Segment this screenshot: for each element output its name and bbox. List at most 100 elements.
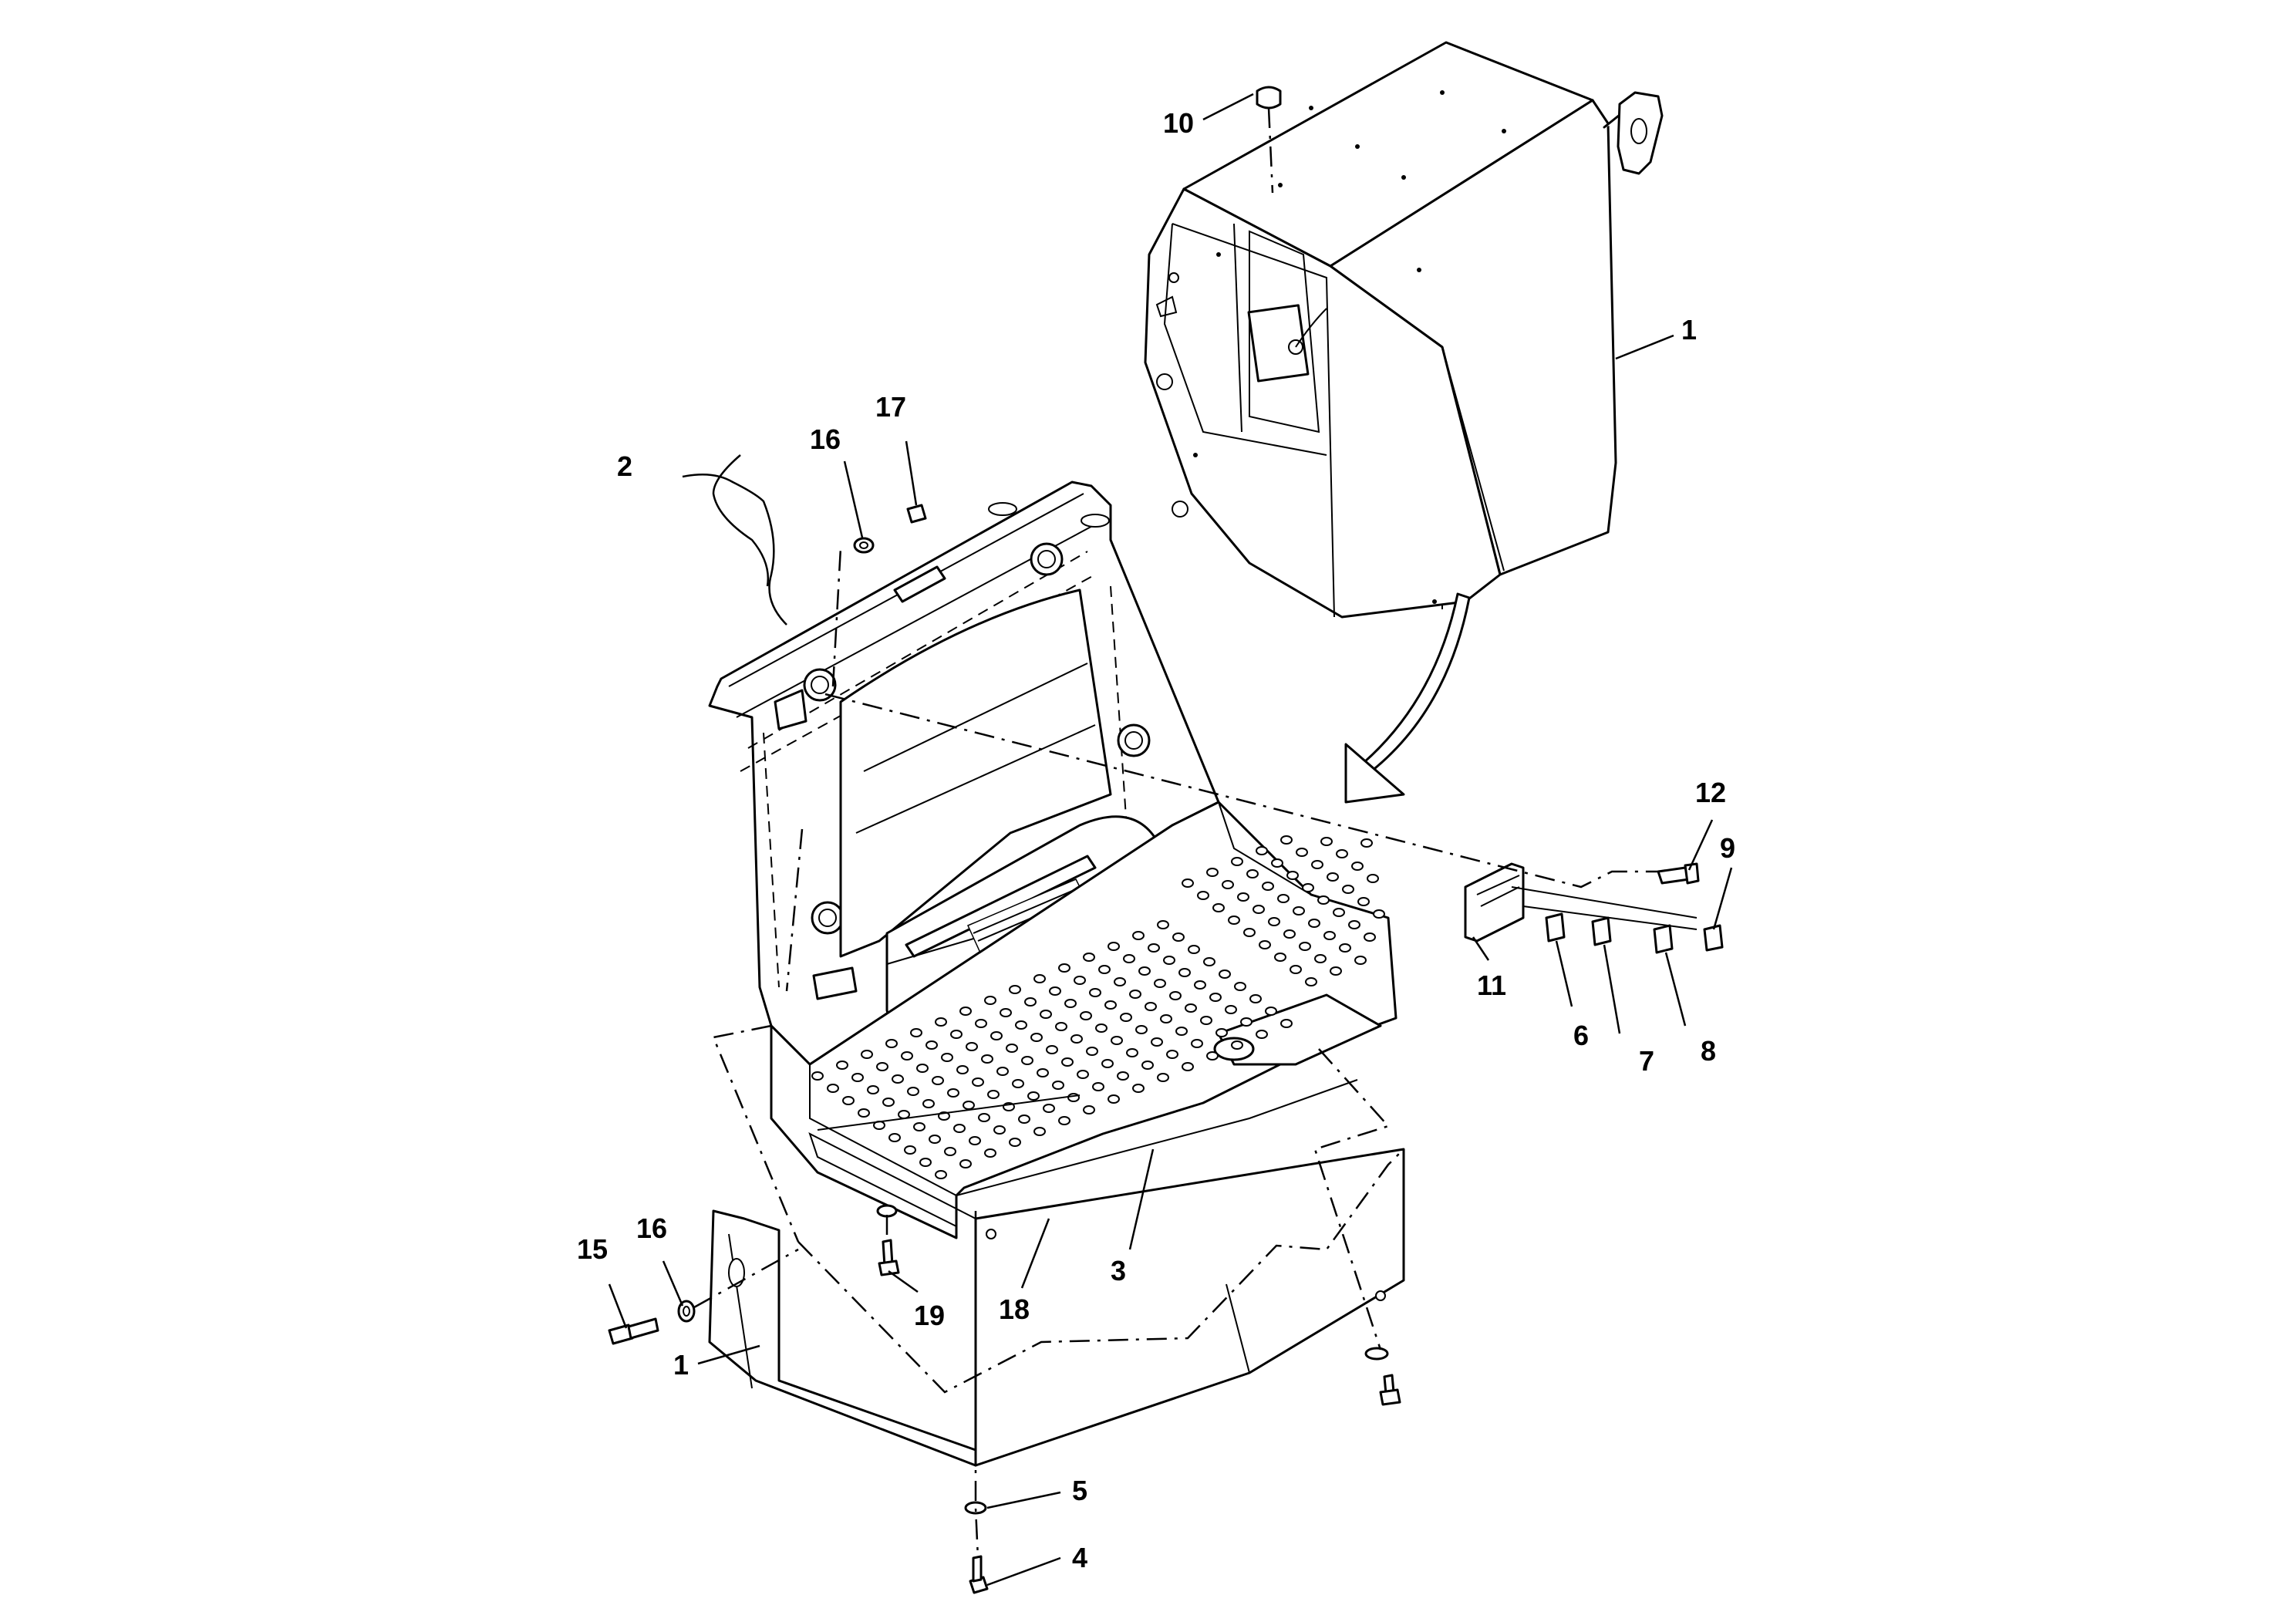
floor-hole <box>1320 837 1333 846</box>
floor-hole <box>1336 849 1348 858</box>
floor-hole <box>1089 988 1101 997</box>
floor-hole <box>1009 985 1021 994</box>
floor-hole <box>1064 999 1077 1008</box>
floor-hole <box>1262 882 1274 891</box>
floor-hole <box>1061 1057 1074 1067</box>
floor-hole <box>1231 1040 1243 1050</box>
floor-hole <box>975 1019 987 1028</box>
floor-hole <box>1111 1036 1123 1045</box>
floor-hole <box>1018 1114 1030 1124</box>
floor-hole <box>1070 1034 1083 1044</box>
floor-hole <box>1160 1014 1172 1023</box>
floor-hole <box>1280 835 1293 845</box>
floor-hole <box>1135 1025 1148 1034</box>
floor-hole <box>1256 846 1268 855</box>
floor-hole <box>1046 1045 1058 1054</box>
bracket-assembly <box>1464 862 1724 954</box>
floor-hole <box>811 1071 824 1081</box>
floor-hole <box>1351 862 1364 871</box>
floor-hole <box>1188 945 1200 954</box>
floor-hole <box>1265 1007 1277 1016</box>
floor-hole <box>1305 977 1317 986</box>
floor-hole <box>1225 1005 1237 1014</box>
floor-hole <box>1080 1011 1092 1020</box>
floor-hole <box>950 1030 963 1039</box>
install-arrow <box>1344 592 1471 804</box>
floor-hole <box>963 1101 975 1110</box>
floor-hole <box>916 1064 929 1073</box>
floor-hole <box>1373 909 1385 919</box>
floor-hole <box>935 1170 947 1179</box>
floor-hole <box>1098 965 1111 974</box>
floor-hole <box>1185 1003 1197 1013</box>
floor-hole <box>1095 1023 1108 1033</box>
floor-hole <box>1145 1002 1157 1011</box>
floor-hole <box>944 1147 956 1156</box>
floor-hole <box>1333 908 1345 917</box>
callout-4: 4 <box>1072 1542 1087 1573</box>
floor-hole <box>1129 990 1141 999</box>
floor-hole <box>1280 1019 1293 1028</box>
floor-hole <box>941 1053 953 1062</box>
floor-hole <box>1030 1033 1043 1042</box>
assembly-lines <box>693 547 1658 1559</box>
floor-hole <box>1117 1071 1129 1081</box>
floor-hole <box>1237 892 1249 902</box>
floor-hole <box>1077 1070 1089 1079</box>
floor-hole <box>935 1017 947 1027</box>
floor-hole <box>1311 860 1323 869</box>
callout-15: 15 <box>577 1233 608 1265</box>
floor-hole <box>892 1074 904 1084</box>
floor-hole <box>1033 974 1046 983</box>
floor-hole <box>984 996 996 1005</box>
cab-assembly <box>1144 41 1664 619</box>
floor-hole <box>1222 880 1234 889</box>
floor-hole <box>1058 963 1070 973</box>
floor-hole <box>956 1065 969 1074</box>
callout-17: 17 <box>875 391 906 423</box>
operator-platform <box>708 481 1397 1239</box>
floor-hole <box>1157 920 1169 929</box>
floor-hole <box>1231 857 1243 866</box>
floor-hole <box>1108 1094 1120 1104</box>
floor-hole <box>1290 965 1302 974</box>
floor-hole <box>1330 966 1342 976</box>
floor-hole <box>1049 986 1061 996</box>
floor-hole <box>1058 1116 1070 1125</box>
floor-hole <box>1055 1022 1067 1031</box>
callout-18: 18 <box>999 1293 1030 1325</box>
floor-hole <box>913 1122 925 1131</box>
floor-hole <box>1120 1013 1132 1022</box>
floor-hole <box>867 1085 879 1094</box>
floor-hole <box>907 1087 919 1096</box>
floor-hole <box>947 1088 959 1098</box>
floor-hole <box>1286 871 1299 880</box>
floor-hole <box>1043 1104 1055 1113</box>
fasteners <box>608 504 1401 1594</box>
callout-10: 10 <box>1163 107 1194 139</box>
floor-hole <box>984 1148 996 1158</box>
floor-hole <box>1256 1030 1268 1039</box>
floor-hole <box>1367 874 1379 883</box>
floor-hole <box>932 1076 944 1085</box>
floor-hole <box>922 1099 935 1108</box>
floor-hole <box>1271 858 1283 868</box>
floor-hole <box>993 1125 1006 1135</box>
floor-hole <box>1277 894 1290 903</box>
floor-hole <box>1132 1084 1145 1093</box>
floor-hole <box>842 1096 855 1105</box>
floor-hole <box>898 1110 910 1119</box>
floor-hole <box>1209 993 1222 1002</box>
floor-hole <box>1317 895 1330 905</box>
floor-hole <box>1323 931 1336 940</box>
callout-labels: 10 1 2 16 17 12 9 11 6 7 8 3 18 19 15 16… <box>577 107 1735 1573</box>
leader-lines <box>608 93 1733 1587</box>
floor-hole <box>1191 1039 1203 1048</box>
floor-hole <box>1308 919 1320 928</box>
floor-hole <box>1293 906 1305 916</box>
floor-hole <box>1006 1044 1018 1053</box>
floor-hole <box>1268 917 1280 926</box>
floor-hole <box>1154 979 1166 988</box>
floor-hole <box>1012 1079 1024 1088</box>
